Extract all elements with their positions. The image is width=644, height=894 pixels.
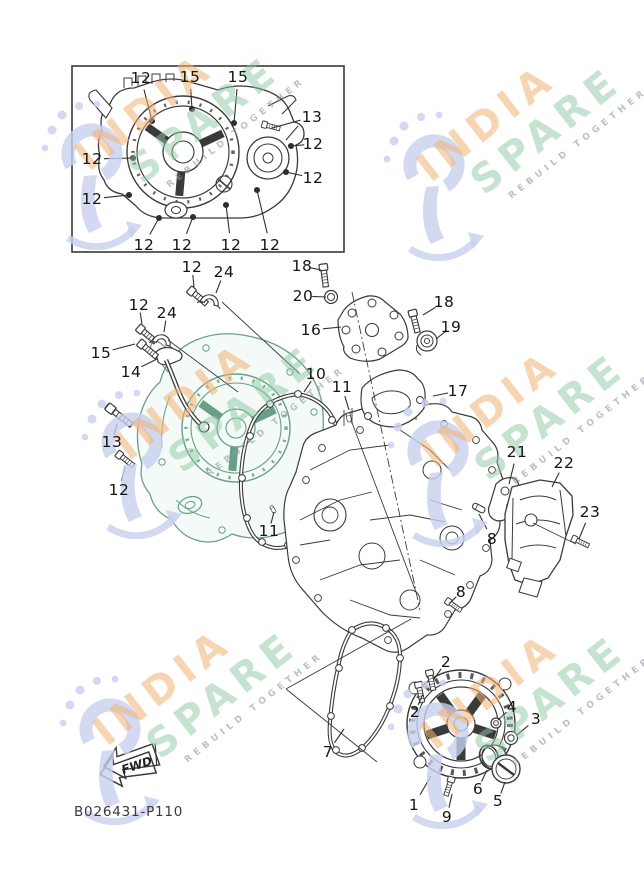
oil-cap-and-seals-drawing [478,717,521,784]
stay-bracket-drawing [155,346,210,433]
engine-block-drawing [283,402,504,653]
projection-lines [167,291,421,763]
page-code: B026431-P110 [74,804,184,820]
generator-gasket-drawing [327,621,404,758]
breather-cover-drawing [323,289,438,362]
crankcase-cover-drawing [136,333,331,543]
fwd-arrow: FWD [99,743,161,788]
sprocket-cover-drawing [504,479,577,598]
